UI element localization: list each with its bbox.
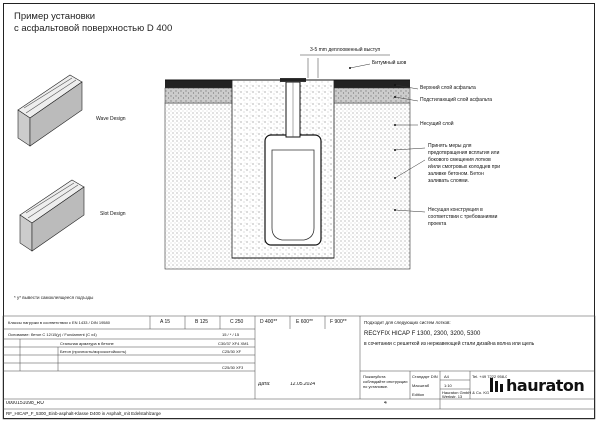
class-c250: C 250	[230, 319, 244, 325]
bitumen-annotation: Битумный шов	[372, 60, 407, 66]
class-d400: D 400**	[260, 319, 278, 325]
class-f900: F 900**	[330, 319, 347, 325]
footnote: * у* вывести самоклеящееся подъзды	[14, 295, 94, 300]
leader-dots	[349, 67, 396, 211]
class-e600: E 600**	[296, 319, 313, 325]
date-value: 12.05.2024	[290, 382, 316, 387]
foundation-label: Основание: бетон С 12/15(у) / Fundament …	[8, 332, 97, 337]
gap-annotation: 3-5 mm деплоовенный выступ	[310, 47, 381, 53]
slot-design-label: Slot Design	[100, 211, 126, 217]
concrete-value: C25/30 XF	[222, 349, 242, 354]
channel-inner	[271, 149, 315, 241]
install-notice: Пожалуйста соблюдайте инструкции по уста…	[363, 374, 408, 389]
wave-design-illustration	[17, 74, 83, 147]
bearing-annotation: Несущий слой	[420, 121, 454, 127]
class-b125: B 125	[195, 319, 209, 325]
drawing-frame	[3, 3, 595, 419]
revision: 4	[384, 401, 387, 406]
concrete-label: Бетон (прочность/морозостойкость)	[60, 349, 127, 354]
system-name: RECYFIX HICAP F 1300, 2300, 3200, 5300	[364, 331, 481, 337]
load-class-label: Классы нагрузки в соответствии с EN 1433…	[8, 320, 110, 325]
system-description: в сочетании с решеткой из нержавеющей ст…	[364, 341, 535, 347]
scale-label: Масштаб	[412, 383, 430, 388]
date-label: Дата:	[258, 382, 271, 387]
phone: Tel. +49 7222 958-0	[472, 374, 508, 379]
title-block-grid	[2, 315, 596, 420]
reinforcement-value: C30/37 XF4 XM1	[218, 341, 249, 346]
concrete-value-2: C25/30 XF3	[222, 365, 244, 370]
standard-value: A4	[444, 374, 449, 379]
hauraton-logo: hauraton	[506, 376, 585, 395]
measures-annotation: Принять меры для предотвращения вспльтия…	[428, 143, 501, 184]
support-annotation: Несущая конструкция в соответствии с тре…	[428, 207, 498, 227]
class-a15: A 15	[160, 319, 171, 325]
scale-value: 1:10	[444, 383, 452, 388]
reinforcement-label: Стальная арматура в бетоне	[60, 341, 114, 346]
file-name: RF_HICAP_F_5300_Einb-asphalt-Klasse D400…	[6, 411, 161, 416]
top-asphalt-annotation: Верхний слой асфальта	[420, 85, 476, 91]
standard-label: Стандарт DIN	[412, 374, 438, 379]
drawing-code: 0000151098_RU	[6, 401, 44, 406]
wave-design-label: Wave Design	[96, 116, 126, 122]
suitable-label: Подходит для следующих систем лотков:	[364, 320, 451, 325]
drawing-title: Пример установки с асфальтовой поверхнос…	[14, 11, 173, 34]
edition-label: Edition	[412, 392, 425, 397]
foundation-value: 15 / * / 15	[222, 332, 240, 337]
leader-lines	[349, 63, 426, 213]
base-asphalt-annotation: Подстилающий слой асфальта	[420, 97, 493, 103]
address-block: Hauraton GmbH & Co. KG Werkstr. 13	[442, 391, 490, 399]
slot-design-illustration	[19, 179, 85, 252]
